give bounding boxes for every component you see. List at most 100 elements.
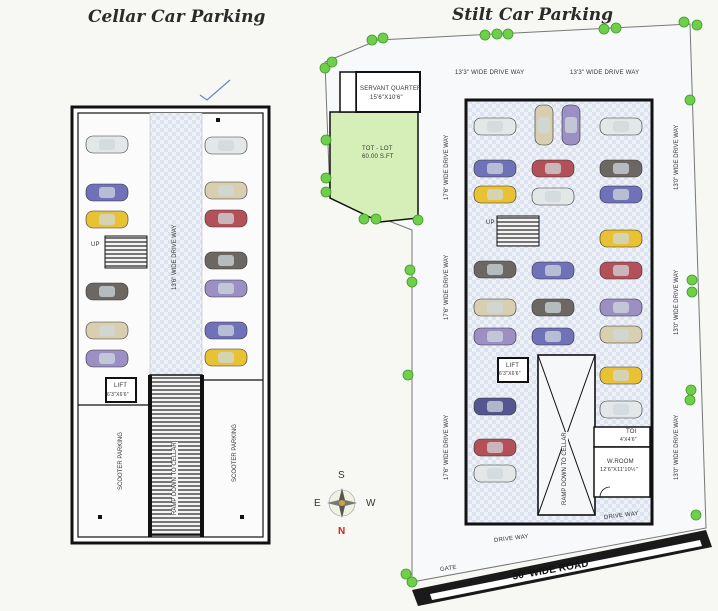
parked-car — [599, 159, 643, 178]
shrub — [678, 16, 690, 28]
drive-left-label-1: 17'6" WIDE DRIVE WAY — [444, 134, 450, 200]
parked-car — [473, 117, 517, 136]
stilt-title: Stilt Car Parking — [452, 5, 614, 25]
cellar-driveway — [150, 113, 202, 375]
shrub — [320, 172, 332, 184]
parked-car — [85, 321, 129, 340]
parked-car — [599, 298, 643, 317]
parked-car — [85, 135, 129, 154]
parked-car — [204, 209, 248, 228]
shrub — [610, 22, 622, 34]
drive-left-label-2: 17'6" WIDE DRIVE WAY — [444, 254, 450, 320]
servant-quarter — [355, 71, 421, 113]
parked-car — [599, 400, 643, 419]
shrub — [358, 213, 370, 225]
parked-car — [473, 397, 517, 416]
parked-car — [473, 438, 517, 457]
w-room-size: 12'6"X11'10½" — [600, 467, 638, 473]
landscape-shrubs — [319, 16, 703, 588]
watchman-room — [593, 446, 651, 498]
parked-car — [531, 187, 575, 206]
shrub — [684, 94, 696, 106]
parked-car — [599, 185, 643, 204]
parked-car — [204, 348, 248, 367]
tot-lot-label: TOT - LOT — [362, 146, 393, 152]
parked-car — [85, 183, 129, 202]
parked-car — [204, 136, 248, 155]
compass-e: E — [314, 498, 321, 509]
shrub — [406, 276, 418, 288]
shrub — [406, 576, 418, 588]
shrub — [479, 29, 491, 41]
parked-car — [204, 181, 248, 200]
parked-car — [85, 282, 129, 301]
parked-car — [599, 325, 643, 344]
shrub — [366, 34, 378, 46]
cellar-driveway-label: 13'6" WIDE DRIVE WAY — [172, 224, 178, 290]
shrub — [686, 286, 698, 298]
tot-lot-area: 60.00 S.FT — [362, 154, 394, 160]
compass-w: W — [366, 498, 376, 509]
stilt-up-label: UP — [486, 220, 495, 226]
w-room-label: W.ROOM — [607, 459, 634, 465]
shrub — [400, 568, 412, 580]
shrub — [377, 32, 389, 44]
servant-quarter-size: 15'6"X10'6" — [370, 95, 403, 101]
drive-right-label-2: 13'0" WIDE DRIVE WAY — [674, 269, 680, 335]
stilt-stair — [496, 215, 540, 247]
parked-car — [534, 104, 554, 146]
tot-lot-area — [329, 111, 419, 223]
shrub — [412, 214, 424, 226]
compass-s: S — [338, 470, 345, 481]
cellar-scooter-left-label: SCOOTER PARKING — [118, 432, 124, 490]
shrub — [491, 28, 503, 40]
parked-car — [561, 104, 581, 146]
cellar-ramp-label: RAMP DOWN TO CELLAR — [172, 442, 178, 515]
drive-top-right-label: 13'3" WIDE DRIVE WAY — [570, 70, 640, 76]
stilt-ramp-label: RAMP DOWN TO CELLAR — [562, 432, 568, 505]
shrub — [691, 19, 703, 31]
parked-car — [85, 210, 129, 229]
drive-top-left-label: 13'3" WIDE DRIVE WAY — [455, 70, 525, 76]
shrub — [690, 509, 702, 521]
cellar-lift-label: LIFT — [114, 383, 128, 389]
shrub — [404, 264, 416, 276]
small-room — [339, 71, 357, 113]
stilt-lift — [497, 357, 529, 383]
parked-car — [473, 298, 517, 317]
parked-car — [473, 185, 517, 204]
parked-car — [531, 159, 575, 178]
toi-label: TOI — [626, 429, 637, 435]
shrub — [320, 134, 332, 146]
shrub — [320, 186, 332, 198]
parked-car — [204, 321, 248, 340]
drive-left-label-3: 17'6" WIDE DRIVE WAY — [444, 414, 450, 480]
parked-car — [473, 327, 517, 346]
toi-size: 4'X4'6" — [620, 437, 637, 443]
shrub — [402, 369, 414, 381]
cellar-up-label: UP — [91, 242, 100, 248]
cellar-stair — [104, 235, 148, 269]
cellar-lift-size: 6'3"X6'6" — [107, 392, 129, 398]
drive-right-label-1: 13'0" WIDE DRIVE WAY — [674, 124, 680, 190]
shrub — [319, 62, 331, 74]
parked-car — [531, 298, 575, 317]
parked-car — [599, 261, 643, 280]
stilt-lift-size: 6'3"X6'6" — [499, 371, 521, 377]
cellar-title: Cellar Car Parking — [88, 7, 266, 27]
shrub — [502, 28, 514, 40]
check-mark — [199, 79, 231, 101]
parked-car — [531, 327, 575, 346]
parked-car — [599, 229, 643, 248]
parked-car — [473, 464, 517, 483]
servant-quarter-label: SERVANT QUARTER — [360, 86, 422, 92]
shrub — [370, 213, 382, 225]
cellar-scooter-right-label: SCOOTER PARKING — [232, 424, 238, 482]
stilt-lift-label: LIFT — [506, 363, 520, 369]
parked-car — [204, 279, 248, 298]
parked-car — [599, 117, 643, 136]
stilt-plan — [324, 23, 712, 606]
shrub — [326, 56, 338, 68]
shrub — [685, 384, 697, 396]
